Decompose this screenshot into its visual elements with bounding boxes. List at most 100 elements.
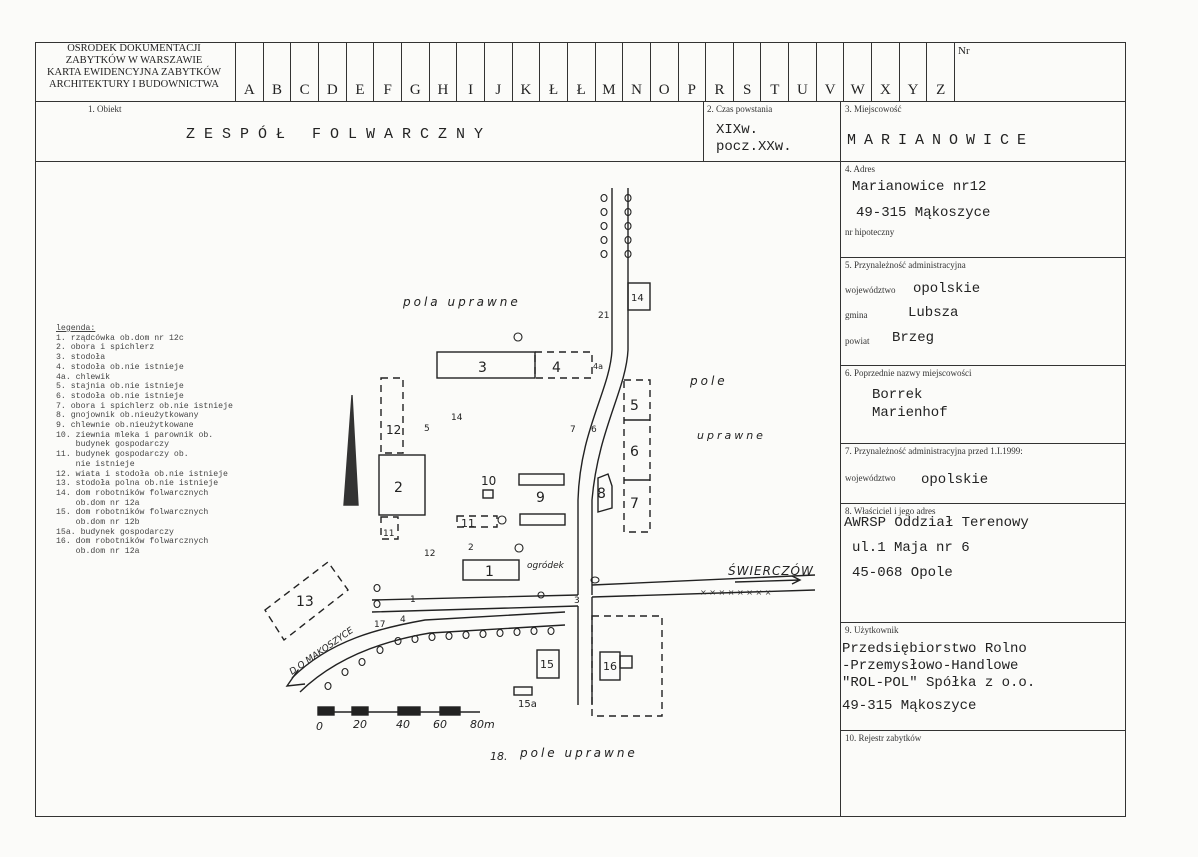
letter-cell: C bbox=[299, 82, 310, 98]
building-number: 2 bbox=[394, 480, 403, 496]
north-arrow-icon bbox=[343, 394, 359, 506]
przed1999-wojewodztwo-value: opolskie bbox=[921, 472, 989, 488]
building-number: 9 bbox=[536, 490, 545, 506]
letter-cell: M bbox=[602, 82, 616, 98]
legend-item: 9. chlewnie ob.nieużytkowane bbox=[56, 421, 194, 431]
road-east-edge bbox=[591, 589, 816, 598]
legend-item: 1. rządcówka ob.dom nr 12c bbox=[56, 333, 184, 343]
road-east bbox=[591, 574, 816, 586]
letter-cell: I bbox=[468, 82, 474, 98]
building-number: 16 bbox=[603, 660, 617, 673]
legend-item: 11. budynek gospodarczy ob. bbox=[56, 450, 189, 460]
legend: legenda: 1. rządcówka ob.dom nr 12c 2. o… bbox=[56, 324, 233, 557]
index-letters: A B C D E F G H I J K Ł Ł M N O P R S T … bbox=[235, 43, 954, 101]
building-number: 7 bbox=[630, 496, 639, 512]
poprzednie-line1: Borrek bbox=[872, 387, 923, 403]
przed1999-wojewodztwo-label: województwo bbox=[845, 473, 896, 483]
arrow-east-icon bbox=[734, 575, 802, 585]
marker-number: 1 bbox=[410, 595, 416, 605]
letter-cell: Z bbox=[936, 82, 946, 98]
wlasciciel-label: 8. Właściciel i jego adres bbox=[845, 506, 936, 516]
legend-item: nie istnieje bbox=[56, 459, 135, 469]
legend-item: 15. dom robotników folwarcznych bbox=[56, 508, 209, 518]
uzytkownik-line3: "ROL-POL" Spółka z o.o. bbox=[842, 675, 1036, 691]
building-number: 11 bbox=[461, 517, 475, 530]
wlasciciel-line2: ul.1 Maja nr 6 bbox=[852, 540, 970, 556]
building-9a bbox=[518, 473, 565, 486]
legend-item: ob.dom nr 12a bbox=[56, 498, 140, 508]
road-southwest bbox=[371, 594, 579, 613]
label-pola-uprawne: pola uprawne bbox=[402, 295, 521, 309]
adres-label: 4. Adres bbox=[845, 164, 875, 174]
miejscowosc-label: 3. Miejscowość bbox=[845, 104, 902, 114]
scale-label: 80m bbox=[470, 718, 495, 731]
letter-cell: P bbox=[687, 82, 696, 98]
legend-item: 16. dom robotników folwarcznych bbox=[56, 537, 209, 547]
legend-item: 4a. chlewik bbox=[56, 372, 111, 382]
letter-cell: U bbox=[797, 82, 808, 98]
legend-item: 7. obora i spichlerz ob.nie istnieje bbox=[56, 401, 233, 411]
building-number: 4a bbox=[593, 362, 603, 371]
powiat-label: powiat bbox=[845, 336, 870, 346]
marker-number: 21 bbox=[598, 311, 609, 321]
nr-label: Nr bbox=[958, 45, 970, 57]
marker-number: 7 bbox=[570, 425, 576, 435]
letter-cell: B bbox=[271, 82, 282, 98]
legend-item: 12. wiata i stodoła ob.nie istnieje bbox=[56, 469, 228, 479]
letter-cell: S bbox=[742, 82, 752, 98]
building-number: 14 bbox=[631, 293, 644, 304]
obiekt-value: ZESPÓŁ FOLWARCZNY bbox=[186, 126, 493, 143]
legend-item: 3. stodoła bbox=[56, 353, 106, 363]
building-number: 12 bbox=[386, 423, 401, 437]
road-south bbox=[577, 597, 593, 705]
building-12 bbox=[380, 377, 404, 454]
legend-item: 10. ziewnia mleka i parownik ob. bbox=[56, 430, 214, 440]
poprzednie-label: 6. Poprzednie nazwy miejscowości bbox=[845, 368, 972, 378]
svg-text:× × × × × × × ×: × × × × × × × × bbox=[700, 588, 771, 597]
marker-number: 11 bbox=[383, 529, 394, 539]
uzytkownik-label: 9. Użytkownik bbox=[845, 625, 899, 635]
powiat-value: Brzeg bbox=[892, 330, 935, 346]
letter-cell: F bbox=[383, 82, 392, 98]
institution-name: OSRODEK DOKUMENTACJI ZABYTKÓW W WARSZAWI… bbox=[46, 43, 222, 90]
label-bottom-marker: 18. bbox=[490, 750, 508, 763]
marker-number: 4 bbox=[400, 615, 406, 625]
building-11 bbox=[456, 515, 498, 528]
legend-item: 2. obora i spichlerz bbox=[56, 343, 155, 353]
legend-item: ob.dom nr 12a bbox=[56, 547, 140, 557]
wlasciciel-line3: 45-068 Opole bbox=[852, 565, 953, 581]
marker-number: 14 bbox=[451, 413, 463, 423]
building-15a bbox=[513, 686, 533, 696]
building-2 bbox=[378, 454, 426, 516]
legend-item: ob.dom nr 12b bbox=[56, 518, 140, 528]
czas-label: 2. Czas powstania bbox=[707, 104, 773, 114]
miejscowosc-value: MARIANOWICE bbox=[847, 132, 1035, 149]
scale-label: 20 bbox=[353, 718, 367, 731]
legend-item: 8. gnojownik ob.nieużytkowany bbox=[56, 411, 199, 421]
label-pole: pole bbox=[689, 374, 728, 388]
label-makoszyce: D.O MAKOSZYCE bbox=[288, 626, 356, 678]
building-3 bbox=[436, 351, 536, 379]
building-1 bbox=[462, 559, 520, 581]
uzytkownik-line4: 49-315 Mąkoszyce bbox=[842, 698, 977, 714]
road-makoszyce-edge bbox=[299, 624, 566, 693]
letter-cell: N bbox=[631, 82, 642, 98]
road-makoszyce bbox=[291, 611, 566, 679]
marker-number: 6 bbox=[591, 425, 597, 435]
label-uprawne: uprawne bbox=[697, 429, 766, 442]
przed1999-label: 7. Przynależność administracyjna przed 1… bbox=[845, 446, 1023, 456]
legend-item: 6. stodoła ob.nie istnieje bbox=[56, 391, 184, 401]
building-number: 15 bbox=[540, 658, 554, 671]
letter-cell: G bbox=[409, 82, 421, 98]
adres-sub-label: nr hipoteczny bbox=[845, 227, 895, 237]
building-number: 5 bbox=[630, 398, 639, 414]
marker-number: 5 bbox=[424, 424, 430, 434]
building-15 bbox=[536, 649, 560, 679]
letter-cell: O bbox=[658, 82, 670, 98]
legend-item: 13. stodoła polna ob.nie istnieje bbox=[56, 479, 219, 489]
gmina-label: gmina bbox=[845, 310, 868, 320]
label-pole-bottom: pole uprawne bbox=[519, 746, 638, 760]
road-north bbox=[577, 188, 613, 595]
building-number: 8 bbox=[597, 486, 606, 502]
